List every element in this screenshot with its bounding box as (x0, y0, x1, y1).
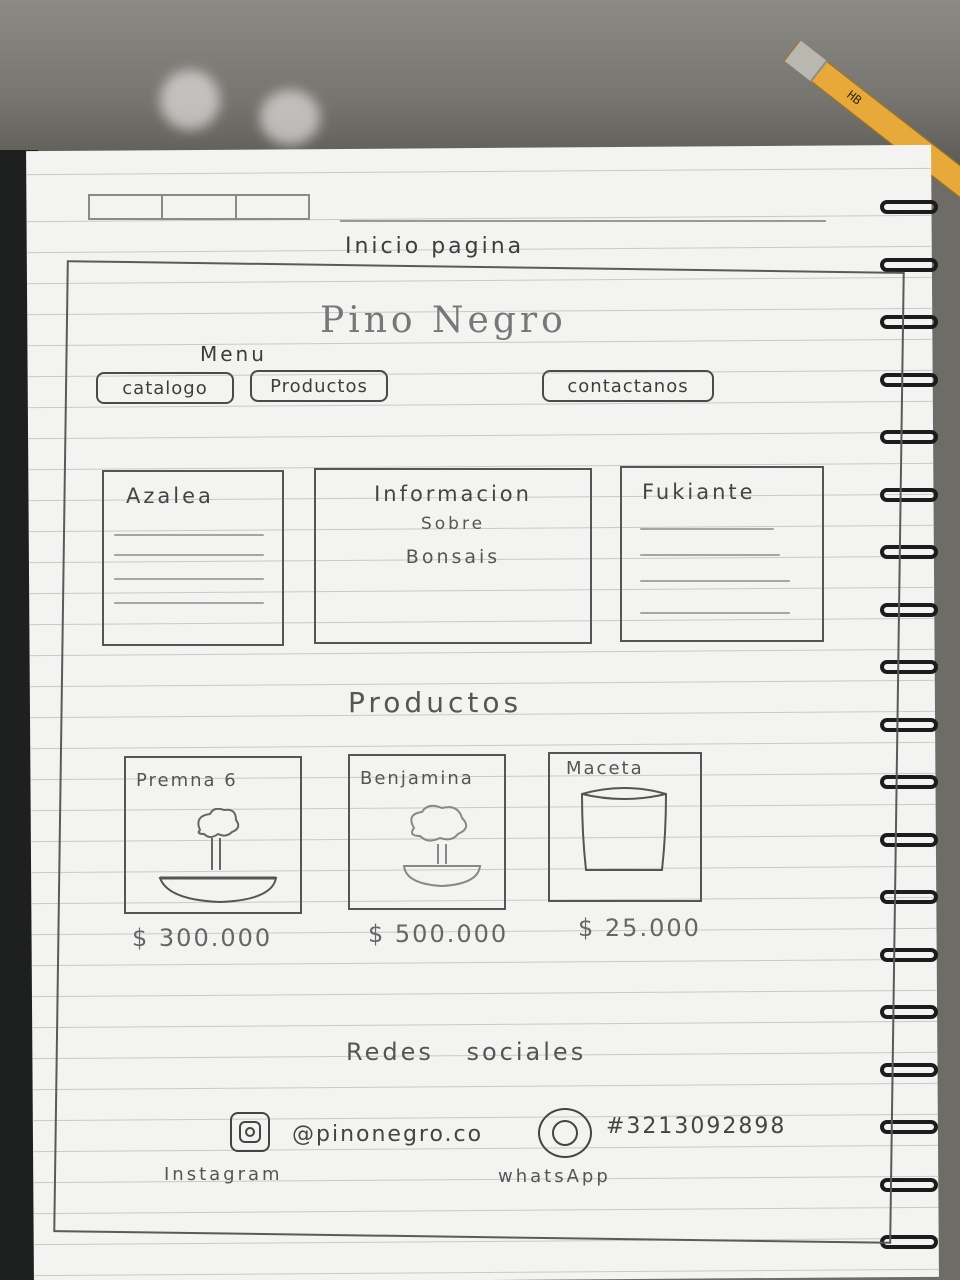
spiral-coil (880, 1235, 938, 1249)
product-price: $ 500.000 (368, 920, 509, 948)
tab-sketch (163, 196, 237, 218)
spiral-coil (880, 1005, 938, 1019)
whatsapp-number-link[interactable]: #3213092898 (606, 1114, 787, 1139)
spiral-coil (880, 257, 938, 272)
bonsai-tree-icon (158, 808, 278, 904)
nav-contactanos-button[interactable]: contactanos (542, 370, 714, 402)
card-fukiante[interactable]: Fukiante (620, 466, 824, 642)
product-price: $ 300.000 (132, 924, 273, 952)
product-card-premna[interactable]: Premna 6 (124, 756, 302, 914)
whatsapp-label: whatsApp (498, 1166, 611, 1187)
text-placeholder-line (114, 534, 264, 536)
spiral-coil (880, 487, 938, 502)
card-title: Azalea (126, 484, 214, 508)
info-subtitle: Bonsais (405, 546, 501, 568)
whatsapp-icon[interactable] (538, 1108, 592, 1158)
text-placeholder-line (640, 580, 790, 582)
tab-sketch (237, 196, 308, 218)
browser-tabs-sketch (88, 194, 310, 220)
product-card-benjamina[interactable]: Benjamina (348, 754, 506, 910)
social-section-title: Redes sociales (346, 1038, 587, 1066)
text-placeholder-line (640, 528, 774, 530)
spiral-coil (880, 602, 938, 617)
spiral-coil (880, 1062, 938, 1077)
spiral-coil (880, 1120, 938, 1134)
product-price: $ 25.000 (578, 914, 701, 942)
spiral-coil (880, 372, 938, 387)
spiral-coil (880, 660, 938, 674)
products-section-title: Productos (348, 686, 523, 719)
website-frame (53, 260, 905, 1244)
text-placeholder-line (114, 578, 264, 580)
spiral-coil (880, 200, 938, 214)
spiral-coil (880, 1177, 938, 1192)
table-surface (0, 0, 960, 170)
product-name: Maceta (566, 758, 644, 779)
address-bar-line (340, 220, 826, 222)
spiral-coil (880, 315, 938, 329)
instagram-icon[interactable] (230, 1112, 270, 1152)
spiral-coil (880, 832, 938, 847)
info-title: Informacion (374, 482, 532, 506)
spiral-coil (880, 545, 938, 559)
instagram-label: Instagram (164, 1164, 283, 1185)
spiral-coil (880, 890, 938, 904)
text-placeholder-line (114, 554, 264, 556)
text-placeholder-line (114, 602, 264, 604)
spiral-coil (880, 775, 938, 789)
pot-icon (580, 787, 668, 871)
tab-sketch (90, 196, 164, 218)
card-informacion-bonsais[interactable]: Informacion Sobre Bonsais (314, 468, 592, 644)
product-card-maceta[interactable]: Maceta (548, 752, 702, 902)
spiral-coil (880, 717, 938, 732)
light-glare (260, 90, 320, 145)
product-name: Benjamina (360, 768, 474, 789)
nav-productos-button[interactable]: Productos (250, 370, 388, 402)
spiral-coil (880, 430, 938, 444)
light-glare (160, 70, 220, 130)
nav-catalogo-button[interactable]: catalogo (96, 372, 234, 404)
card-azalea[interactable]: Azalea (102, 470, 284, 646)
card-title: Fukiante (642, 480, 756, 504)
text-placeholder-line (640, 612, 790, 614)
brand-logo-text: Pino Negro (320, 300, 567, 341)
page-title: Inicio pagina (345, 234, 525, 259)
instagram-handle-link[interactable]: @pinonegro.co (292, 1122, 484, 1147)
info-subtitle: Sobre (420, 514, 486, 534)
text-placeholder-line (640, 554, 780, 556)
spiral-coil (880, 947, 938, 962)
product-name: Premna 6 (136, 770, 238, 791)
menu-label: Menu (200, 342, 267, 366)
bonsai-tree-icon (402, 804, 482, 888)
